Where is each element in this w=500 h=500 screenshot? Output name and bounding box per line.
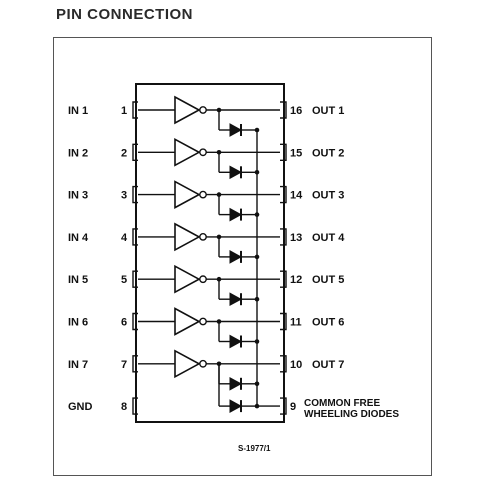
inverter-bubble-5 — [199, 275, 207, 284]
diode-1 — [229, 123, 243, 137]
left-pin-name-3: IN 3 — [68, 190, 88, 202]
inverter-1 — [174, 95, 201, 125]
right-pin-number-1: 16 — [290, 105, 302, 117]
diagram-heading: PIN CONNECTION — [56, 6, 194, 23]
right-pin-name-2: OUT 2 — [312, 147, 344, 159]
inverter-bubble-2 — [199, 148, 207, 157]
right-pin-number-5: 12 — [290, 274, 302, 286]
right-pin-name-8: COMMON FREE — [304, 398, 380, 409]
left-pin-number-4: 4 — [121, 232, 128, 244]
inverter-4 — [174, 222, 201, 252]
input-pin-7 — [132, 355, 138, 373]
right-pin-name-6: OUT 6 — [312, 317, 344, 329]
gnd-pin — [132, 397, 138, 415]
output-pin-2 — [280, 143, 287, 161]
left-pin-number-1: 1 — [121, 105, 127, 117]
right-pin-name2-8: WHEELING DIODES — [304, 409, 399, 420]
diagram-frame — [53, 37, 432, 476]
output-pin-5 — [280, 270, 287, 288]
diode-2 — [229, 165, 243, 180]
right-pin-name-7: OUT 7 — [312, 359, 344, 371]
right-pin-name-1: OUT 1 — [312, 105, 344, 117]
right-pin-number-3: 14 — [290, 190, 303, 202]
input-pin-3 — [132, 185, 138, 204]
left-pin-number-5: 5 — [121, 274, 127, 286]
inverter-bubble-3 — [199, 190, 207, 199]
channel-2 — [132, 137, 287, 180]
output-pin-7 — [280, 355, 287, 373]
right-pin-name-3: OUT 3 — [312, 190, 344, 202]
left-pin-name-6: IN 6 — [68, 317, 88, 329]
inverter-bubble-6 — [199, 317, 207, 326]
inverter-bubble-1 — [199, 106, 207, 114]
inverter-bubble-7 — [199, 359, 207, 368]
inverter-bubble-4 — [199, 232, 207, 241]
output-pin-1 — [280, 101, 287, 119]
right-pin-name-5: OUT 5 — [312, 274, 344, 286]
right-pin-number-4: 13 — [290, 232, 302, 244]
output-pin-4 — [280, 228, 287, 246]
diode-3 — [229, 207, 243, 222]
inverter-6 — [174, 307, 201, 336]
channel-7 — [132, 349, 287, 391]
left-pin-number-8: 8 — [121, 401, 127, 413]
diode-7 — [229, 376, 243, 391]
ic-package-body — [135, 83, 285, 423]
left-pin-name-4: IN 4 — [68, 232, 89, 244]
output-pin-3 — [280, 185, 287, 204]
input-pin-4 — [132, 228, 138, 246]
diode-4 — [229, 250, 243, 264]
output-pin-6 — [280, 312, 287, 331]
inverter-2 — [174, 137, 201, 167]
input-pin-5 — [132, 270, 138, 288]
diode-5 — [229, 292, 243, 307]
right-pin-number-6: 11 — [290, 317, 302, 329]
left-pin-name-2: IN 2 — [68, 147, 88, 159]
inverter-5 — [174, 264, 201, 294]
input-pin-6 — [132, 312, 138, 331]
left-pin-name-8: GND — [68, 401, 93, 413]
pin-9-bracket — [280, 397, 287, 415]
left-pin-number-2: 2 — [121, 147, 127, 159]
bottom-diode — [229, 399, 243, 413]
right-pin-number-2: 15 — [290, 147, 302, 159]
left-pin-name-7: IN 7 — [68, 359, 88, 371]
left-pin-name-5: IN 5 — [68, 274, 88, 286]
left-pin-name-1: IN 1 — [68, 105, 88, 117]
right-pin-number-7: 10 — [290, 359, 302, 371]
channel-4 — [132, 222, 287, 264]
input-pin-2 — [132, 143, 138, 161]
inverter-7 — [174, 349, 201, 379]
diode-6 — [229, 334, 243, 349]
channel-5 — [132, 264, 287, 307]
inverter-3 — [174, 180, 201, 209]
right-pin-name-4: OUT 4 — [312, 232, 345, 244]
channel-6 — [132, 307, 287, 349]
channel-3 — [132, 180, 287, 222]
figure-code: S-1977/1 — [238, 444, 271, 453]
left-pin-number-7: 7 — [121, 359, 127, 371]
channel-1 — [132, 95, 287, 137]
input-pin-1 — [132, 101, 138, 119]
right-pin-number-8: 9 — [290, 401, 296, 413]
left-pin-number-6: 6 — [121, 317, 127, 329]
left-pin-number-3: 3 — [121, 190, 127, 202]
